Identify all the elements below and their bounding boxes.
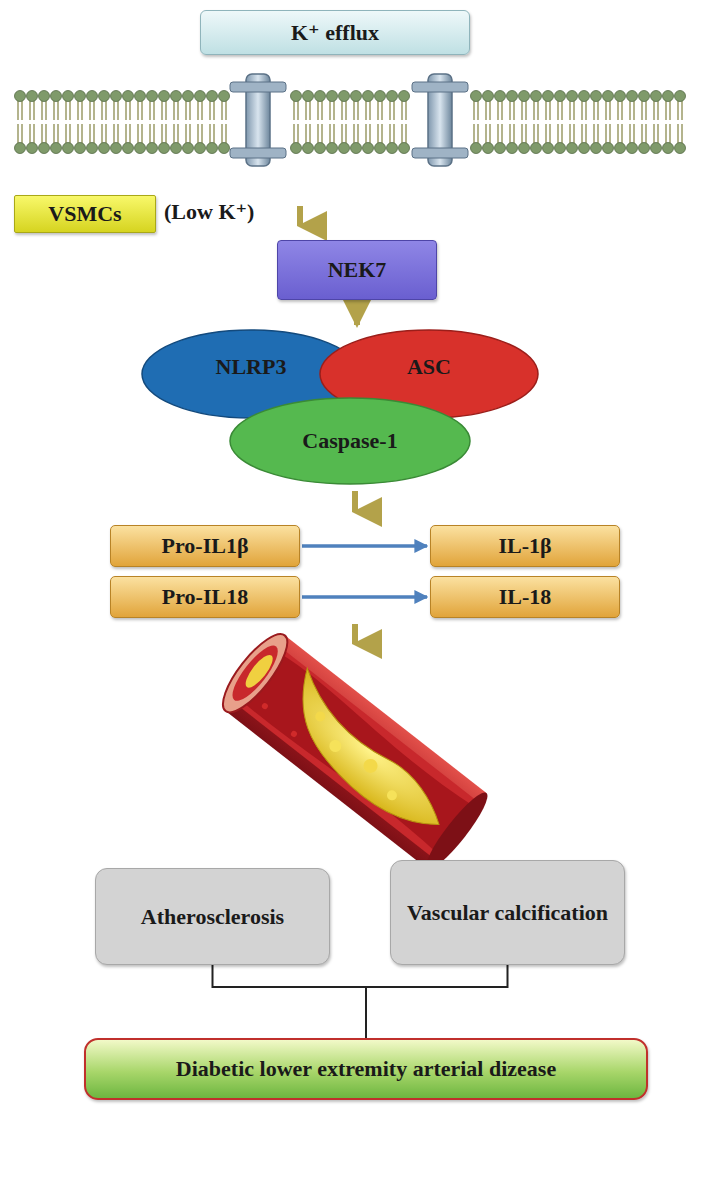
connector — [302, 544, 427, 548]
kinase-box: NEK7 — [277, 240, 437, 300]
node-text: Diabetic lower extremity arterial dizeas… — [176, 1056, 556, 1081]
node-text: NLRP3 — [216, 354, 287, 379]
cytokine-box: Pro-IL1β — [110, 525, 300, 567]
disease-box: Diabetic lower extremity arterial dizeas… — [84, 1038, 648, 1100]
connector — [354, 303, 360, 325]
condition-label: (Low K⁺) — [164, 198, 254, 225]
node-text: IL-18 — [499, 584, 552, 609]
node-text: IL-1β — [498, 533, 551, 558]
cytokine-box: IL-18 — [430, 576, 620, 618]
ion-channel — [230, 74, 468, 166]
inflammasome-ellipse: Caspase-1 — [228, 396, 472, 486]
outcome-box: Vascular calcification — [390, 860, 625, 965]
cytokine-box: Pro-IL18 — [110, 576, 300, 618]
node-text: K⁺ efflux — [291, 20, 379, 45]
node-text: ASC — [407, 354, 451, 379]
cytokine-box: IL-1β — [430, 525, 620, 567]
node-text: Pro-IL18 — [162, 584, 248, 609]
connector — [213, 965, 367, 1038]
signal-box: K⁺ efflux — [200, 10, 470, 55]
node-text: VSMCs — [48, 201, 121, 226]
artery-illustration — [213, 626, 494, 875]
node-text: NEK7 — [328, 257, 387, 282]
node-text: Vascular calcification — [407, 900, 608, 925]
node-text: Caspase-1 — [302, 428, 397, 453]
connector — [366, 965, 508, 1038]
cell-membrane — [15, 91, 686, 154]
connector — [302, 595, 427, 599]
node-text: Pro-IL1β — [162, 533, 249, 558]
cell-type-box: VSMCs — [14, 195, 156, 233]
node-text: Atherosclerosis — [141, 904, 284, 929]
outcome-box: Atherosclerosis — [95, 868, 330, 965]
